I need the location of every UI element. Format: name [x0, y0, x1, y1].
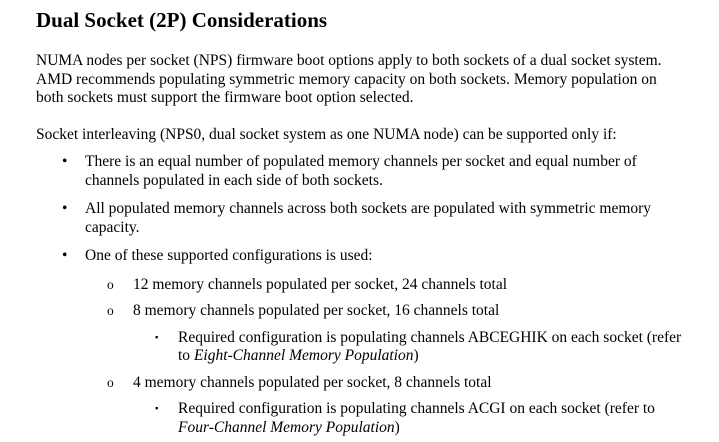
- bullet-item-supported-configs: • One of these supported configurations …: [36, 247, 683, 266]
- sub-item-12-channels: o 12 memory channels populated per socke…: [36, 276, 683, 295]
- requirement-text-close: ): [394, 418, 400, 436]
- bullet-item-symmetric-capacity: • All populated memory channels across b…: [36, 200, 683, 237]
- circle-bullet-icon: o: [107, 374, 114, 390]
- list-item-text: All populated memory channels across bot…: [85, 200, 652, 236]
- list-item-text: 8 memory channels populated per socket, …: [133, 302, 500, 319]
- sub-item-8-channels: o 8 memory channels populated per socket…: [36, 302, 683, 321]
- requirement-text: Required configuration is populating cha…: [178, 328, 682, 365]
- bullet-icon: •: [62, 200, 68, 217]
- requirement-text: Required configuration is populating cha…: [178, 400, 655, 417]
- bullet-icon: •: [62, 247, 68, 264]
- reference-title: Eight-Channel Memory Population: [193, 347, 414, 364]
- req-item-eight-channel: ▪ Required configuration is populating c…: [36, 329, 683, 366]
- intro-paragraph: NUMA nodes per socket (NPS) firmware boo…: [36, 52, 662, 106]
- req-item-four-channel: ▪ Required configuration is populating c…: [36, 400, 683, 437]
- circle-bullet-icon: o: [107, 276, 114, 292]
- list-item-text: Required configuration is populating cha…: [178, 329, 683, 366]
- square-bullet-icon: ▪: [155, 332, 159, 343]
- list-item-text: There is an equal number of populated me…: [85, 153, 637, 189]
- lead-in-paragraph: Socket interleaving (NPS0, dual socket s…: [36, 125, 617, 143]
- list-item-text: 4 memory channels populated per socket, …: [133, 373, 492, 391]
- square-bullet-icon: ▪: [155, 404, 159, 414]
- reference-title: Four-Channel Memory Population: [178, 418, 395, 436]
- circle-bullet-icon: o: [107, 303, 114, 318]
- sub-item-4-channels: o 4 memory channels populated per socket…: [36, 374, 683, 393]
- list-item-text: 12 memory channels populated per socket,…: [133, 275, 508, 293]
- requirement-text-close: ): [413, 347, 419, 364]
- bullet-icon: •: [62, 153, 68, 170]
- list-item-text: One of these supported configurations is…: [85, 247, 373, 264]
- bullet-item-equal-channels: • There is an equal number of populated …: [36, 153, 683, 190]
- page-title: Dual Socket (2P) Considerations: [36, 8, 328, 32]
- list-item-text: Required configuration is populating cha…: [178, 400, 683, 437]
